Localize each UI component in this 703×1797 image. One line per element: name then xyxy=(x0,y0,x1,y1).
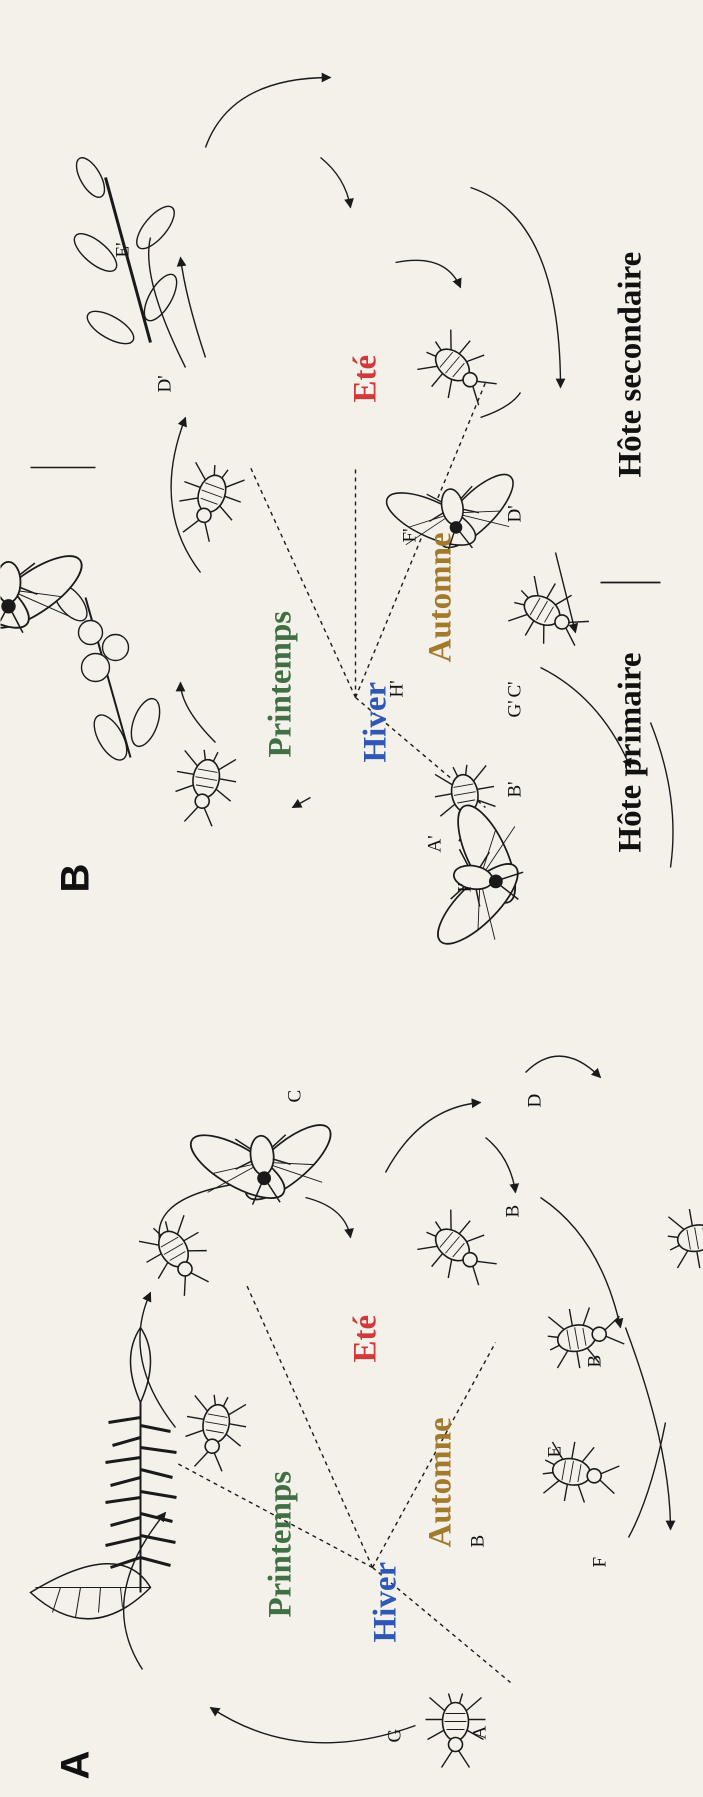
aphid-d-prime-icon xyxy=(167,457,249,547)
label-f-prime: F' xyxy=(399,528,420,542)
label-d-prime-top: D' xyxy=(504,505,525,522)
season-autumn-b: Automne xyxy=(422,532,458,662)
label-g: G xyxy=(384,1728,405,1742)
aphid-b-icon xyxy=(133,1209,222,1303)
label-b-prime: B' xyxy=(504,781,525,797)
season-winter-b: Hiver xyxy=(357,681,393,762)
label-b-right: B xyxy=(584,1354,605,1367)
label-e-prime: E' xyxy=(112,242,133,257)
panel-a-host-plant-illustration xyxy=(30,1327,176,1618)
label-b-bottom: B xyxy=(502,1204,523,1217)
aphid-b-prime-icon xyxy=(168,745,240,828)
aphid-d-prime-icon xyxy=(411,323,506,417)
winged-aphid-c-icon xyxy=(179,1111,346,1217)
panel-a-season-dividers xyxy=(175,1282,510,1682)
panel-b-letter: B xyxy=(53,863,97,892)
label-b-top: B xyxy=(467,1534,488,1547)
aphid-b-icon xyxy=(178,1390,250,1473)
label-i-prime: I' xyxy=(454,882,475,892)
label-e: E xyxy=(544,1445,565,1457)
season-summer-b: Eté xyxy=(347,354,383,402)
season-autumn-a: Automne xyxy=(422,1417,458,1547)
aphid-d-icon xyxy=(663,1200,703,1272)
winged-aphid-g-prime-icon xyxy=(422,792,541,965)
label-g-prime: G' xyxy=(504,700,525,717)
panel-a-letter: A xyxy=(53,1750,97,1779)
label-c-prime: C' xyxy=(504,681,525,697)
label-a-prime: A' xyxy=(424,835,445,852)
winged-aphid-c-prime-icon xyxy=(0,543,91,640)
host-secondary-label: Hôte secondaire xyxy=(612,251,648,477)
aphid-b-icon xyxy=(411,1203,506,1297)
label-c: C xyxy=(284,1089,305,1102)
panel-b: B xyxy=(0,77,672,965)
label-a: A xyxy=(469,1725,490,1739)
host-primary-label: Hôte primaire xyxy=(612,652,648,852)
season-winter-a: Hiver xyxy=(367,1561,403,1642)
label-f: F xyxy=(589,1556,610,1567)
season-summer-a: Eté xyxy=(347,1314,383,1362)
label-d-prime-bottom: D' xyxy=(154,375,175,392)
winged-aphid-e-prime-icon xyxy=(0,262,11,378)
season-spring-b: Printemps xyxy=(262,610,298,757)
season-spring-a: Printemps xyxy=(262,1470,298,1617)
label-d: D xyxy=(524,1093,545,1107)
primary-host-plant-illustration xyxy=(47,578,164,765)
aphid-h-prime-icon xyxy=(502,570,596,659)
panel-a: A xyxy=(30,1056,703,1779)
